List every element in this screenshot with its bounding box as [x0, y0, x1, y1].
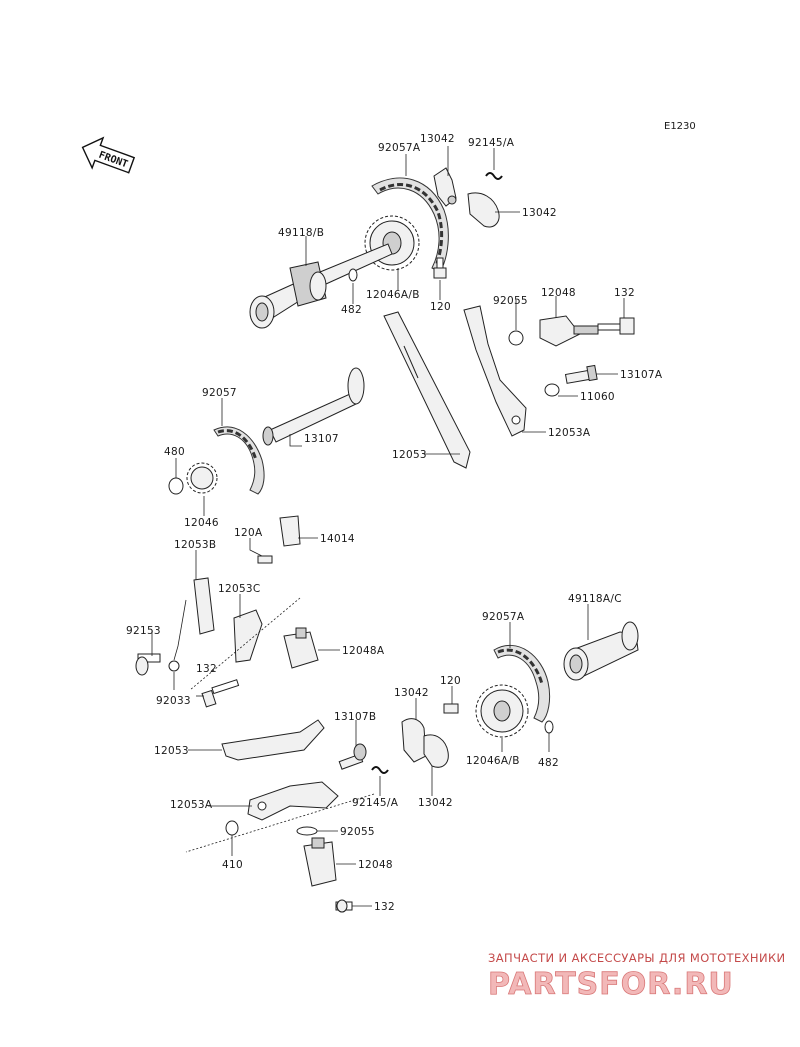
- circlip-92033: [168, 660, 180, 672]
- watermark-logo: PARTSFOR.RU: [488, 967, 734, 1002]
- washer-410: [225, 820, 239, 836]
- tensioner-12048-upper: [539, 315, 599, 347]
- bolt-132-upper: [597, 317, 635, 335]
- bolt-132-mid: [201, 679, 240, 708]
- chain-guide-12053A-lower: [247, 781, 339, 821]
- label-13042-b: 13042: [522, 207, 557, 219]
- shaft-13107: [262, 367, 365, 446]
- tensioner-12048-lower: [303, 837, 337, 887]
- watermark: ЗАПЧАСТИ И АКСЕССУАРЫ ДЛЯ МОТОТЕХНИКИ PA…: [488, 951, 786, 1002]
- label-14014: 14014: [320, 533, 355, 545]
- label-92153: 92153: [126, 625, 161, 637]
- cam-chain-92057: [213, 426, 265, 495]
- label-12053-bot: 12053: [154, 745, 189, 757]
- label-482-bot: 482: [538, 757, 559, 769]
- label-92057A-bot: 92057A: [482, 611, 525, 623]
- label-12046AB-top: 12046A/B: [366, 289, 420, 301]
- o-ring-482-lower: [544, 720, 554, 734]
- label-49118B: 49118/B: [278, 227, 324, 239]
- label-480: 480: [164, 446, 185, 458]
- label-13042-a: 13042: [420, 133, 455, 145]
- pivot-bolt-13107A: [564, 364, 598, 384]
- decompressor-weight-lower: [401, 718, 449, 768]
- label-49118AC: 49118A/C: [568, 593, 622, 605]
- chain-guide-12053-lower: [221, 719, 325, 761]
- cam-chain-lower: [493, 644, 551, 723]
- label-12053C: 12053C: [218, 583, 261, 595]
- label-12046: 12046: [184, 517, 219, 529]
- label-12048A: 12048A: [342, 645, 385, 657]
- tensioner-12048A: [283, 627, 319, 669]
- label-12053A-top: 12053A: [548, 427, 591, 439]
- bolt-132-lower: [335, 899, 353, 913]
- label-132-bot: 132: [374, 901, 395, 913]
- spring-92145-lower: [371, 766, 389, 774]
- chain-guide-12053A-upper: [463, 305, 527, 437]
- chain-guide-12053-upper: [383, 311, 471, 469]
- label-12046AB-bot: 12046A/B: [466, 755, 520, 767]
- label-12048-top: 12048: [541, 287, 576, 299]
- chain-guide-12053C: [233, 609, 263, 663]
- camshaft-upper: [249, 243, 393, 329]
- label-120A: 120A: [234, 527, 263, 539]
- label-92145A-top: 92145/A: [468, 137, 515, 149]
- label-92055-bot: 92055: [340, 826, 375, 838]
- o-ring-482-upper: [348, 268, 358, 282]
- bolt-120-lower: [443, 703, 459, 714]
- pivot-bolt-13107B: [338, 743, 367, 770]
- chain-guide-12053B: [193, 577, 215, 635]
- bolt-92153: [135, 653, 161, 676]
- camshaft-lower: [563, 621, 639, 681]
- o-ring-92055-lower: [296, 826, 318, 836]
- label-12053B: 12053B: [174, 539, 216, 551]
- label-13042-d: 13042: [418, 797, 453, 809]
- label-120-top: 120: [430, 301, 451, 313]
- label-410: 410: [222, 859, 243, 871]
- label-120-bot: 120: [440, 675, 461, 687]
- o-ring-92055-upper: [508, 330, 524, 346]
- label-482-top: 482: [341, 304, 362, 316]
- label-92145A-bot: 92145/A: [352, 797, 399, 809]
- label-13107B: 13107B: [334, 711, 376, 723]
- label-13042-c: 13042: [394, 687, 429, 699]
- front-arrow-icon: FRONT: [81, 136, 136, 174]
- spring-92145-upper: [485, 172, 503, 180]
- bracket-14014: [279, 515, 301, 547]
- decompressor-weight-upper: [433, 167, 500, 228]
- sprocket-12046: [186, 462, 218, 494]
- label-92057: 92057: [202, 387, 237, 399]
- diagram-code: E1230: [664, 121, 696, 132]
- label-13107A: 13107A: [620, 369, 663, 381]
- washer-11060: [544, 383, 560, 397]
- label-12048-bot: 12048: [358, 859, 393, 871]
- circlip-480: [168, 477, 184, 495]
- watermark-tagline: ЗАПЧАСТИ И АКСЕССУАРЫ ДЛЯ МОТОТЕХНИКИ: [488, 951, 786, 965]
- part-labels: 13042 92057A 92145/A 13042 49118/B 482 1…: [126, 133, 663, 913]
- bolt-120-upper: [433, 257, 447, 279]
- label-11060: 11060: [580, 391, 615, 403]
- label-12053A-bot: 12053A: [170, 799, 213, 811]
- label-92033: 92033: [156, 695, 191, 707]
- leader-lines: [151, 146, 625, 907]
- label-132-mid: 132: [196, 663, 217, 675]
- label-12053-top: 12053: [392, 449, 427, 461]
- label-132-top: 132: [614, 287, 635, 299]
- label-92055-top: 92055: [493, 295, 528, 307]
- label-13107: 13107: [304, 433, 339, 445]
- label-92057A-top: 92057A: [378, 142, 421, 154]
- bolt-120A: [257, 555, 273, 564]
- cam-sprocket-lower: [475, 684, 529, 738]
